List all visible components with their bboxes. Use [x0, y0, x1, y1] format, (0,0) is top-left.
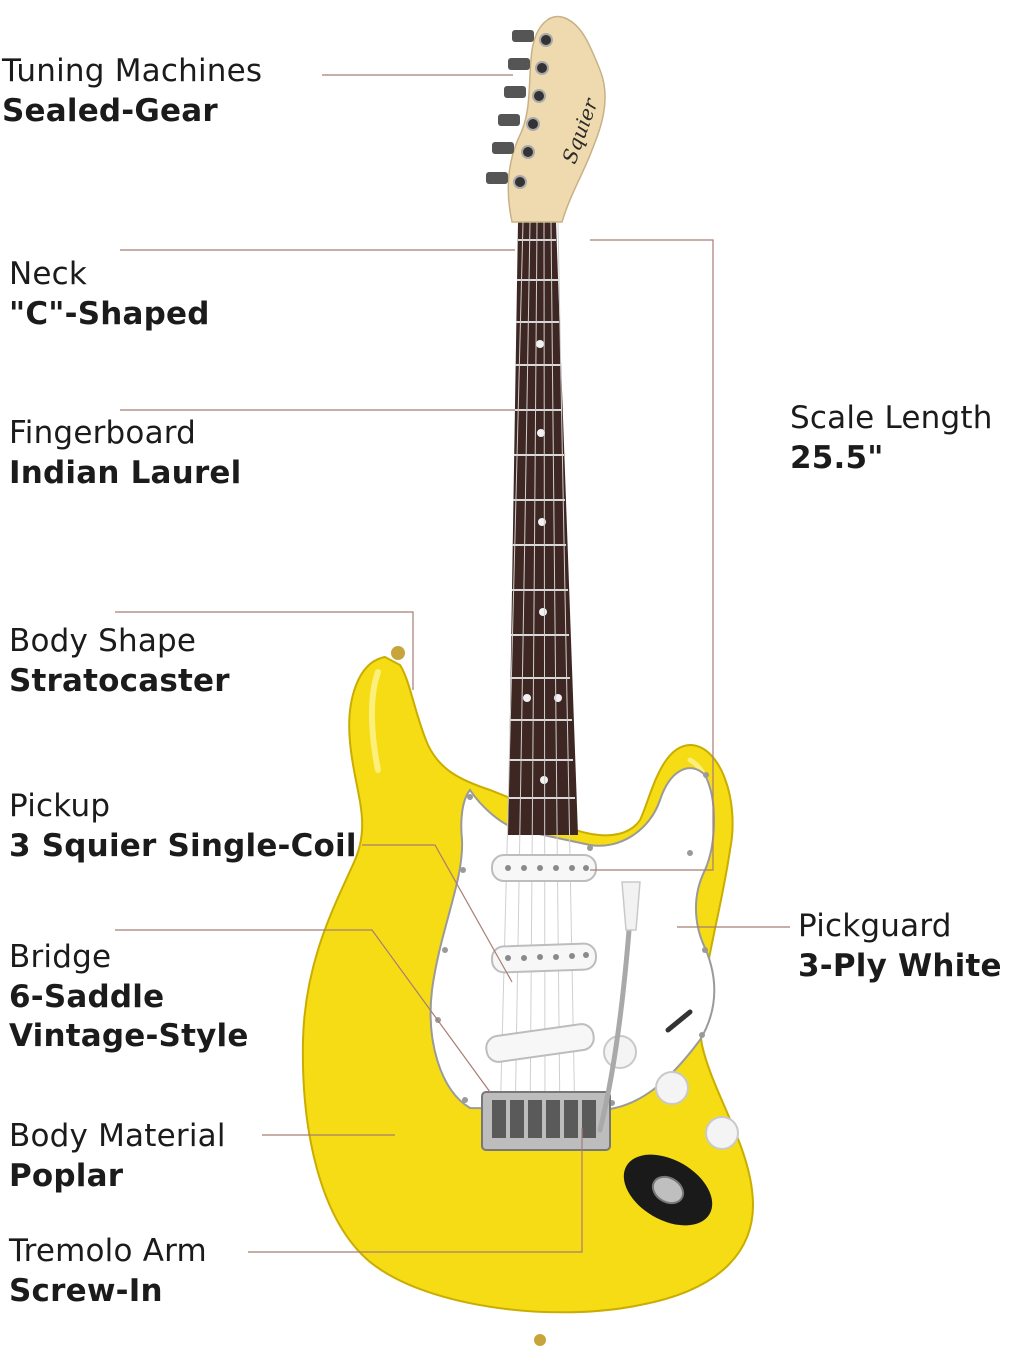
leader-tremolo: [248, 1128, 583, 1253]
label-pickguard-value: 3-Ply White: [798, 947, 1002, 984]
middle-pickup: [490, 942, 598, 974]
label-tuning-machines: Tuning Machines Sealed-Gear: [2, 52, 262, 131]
label-body-material: Body Material Poplar: [9, 1117, 226, 1196]
label-tuning-name: Tuning Machines: [2, 53, 263, 89]
label-bridge: Bridge 6-Saddle Vintage-Style: [9, 938, 249, 1057]
label-neck-name: Neck: [9, 256, 88, 292]
label-fingerboard-name: Fingerboard: [9, 415, 197, 451]
body-highlight: [368, 669, 381, 773]
label-scale-length: Scale Length 25.5": [790, 399, 993, 478]
fret-markers: [523, 340, 562, 784]
tuner-keys: [486, 30, 534, 184]
leader-bridge: [115, 929, 491, 1093]
label-scale-value: 25.5": [790, 439, 884, 476]
output-jack: [651, 1175, 685, 1205]
label-bridge-value: 6-Saddle: [9, 978, 165, 1015]
bridge-saddles: [492, 1100, 596, 1138]
label-body-material-value: Poplar: [9, 1157, 124, 1194]
label-body-shape: Body Shape Stratocaster: [9, 622, 230, 701]
strap-button-bottom: [534, 1334, 546, 1346]
tuning-posts: [513, 33, 553, 189]
neck-pickup: [491, 854, 597, 882]
label-scale-name: Scale Length: [790, 400, 993, 436]
label-bridge-name: Bridge: [9, 939, 112, 975]
leader-scale: [590, 239, 714, 871]
leader-lines: [115, 74, 790, 1253]
headstock: [507, 15, 606, 223]
label-pickguard: Pickguard 3-Ply White: [798, 907, 1002, 986]
leader-pickup: [362, 844, 513, 983]
label-body-material-name: Body Material: [9, 1118, 226, 1154]
label-neck-value: "C"-Shaped: [9, 295, 210, 332]
label-pickup-value: 3 Squier Single-Coil: [9, 827, 357, 864]
label-pickguard-name: Pickguard: [798, 908, 952, 944]
strap-button-top: [391, 646, 405, 660]
pickguard: [429, 767, 716, 1112]
pickups: [485, 854, 598, 1063]
label-pickup: Pickup 3 Squier Single-Coil: [9, 787, 357, 866]
label-neck: Neck "C"-Shaped: [9, 255, 210, 334]
label-tuning-value: Sealed-Gear: [2, 92, 218, 129]
leader-body-shape: [115, 611, 414, 690]
label-body-shape-name: Body Shape: [9, 623, 197, 659]
strings: [499, 221, 576, 1126]
label-fingerboard: Fingerboard Indian Laurel: [9, 414, 241, 493]
label-bridge-value2: Vintage-Style: [9, 1018, 249, 1055]
bridge-pickup: [485, 1023, 595, 1063]
label-body-shape-value: Stratocaster: [9, 662, 230, 699]
label-tremolo-arm: Tremolo Arm Screw-In: [9, 1232, 207, 1311]
pickup-selector: [665, 1009, 693, 1033]
label-fingerboard-value: Indian Laurel: [9, 454, 242, 491]
pickup-poles: [505, 865, 589, 961]
label-pickup-name: Pickup: [9, 788, 111, 824]
label-tremolo-name: Tremolo Arm: [9, 1233, 207, 1269]
tremolo-tip: [621, 881, 641, 931]
label-tremolo-value: Screw-In: [9, 1272, 163, 1309]
